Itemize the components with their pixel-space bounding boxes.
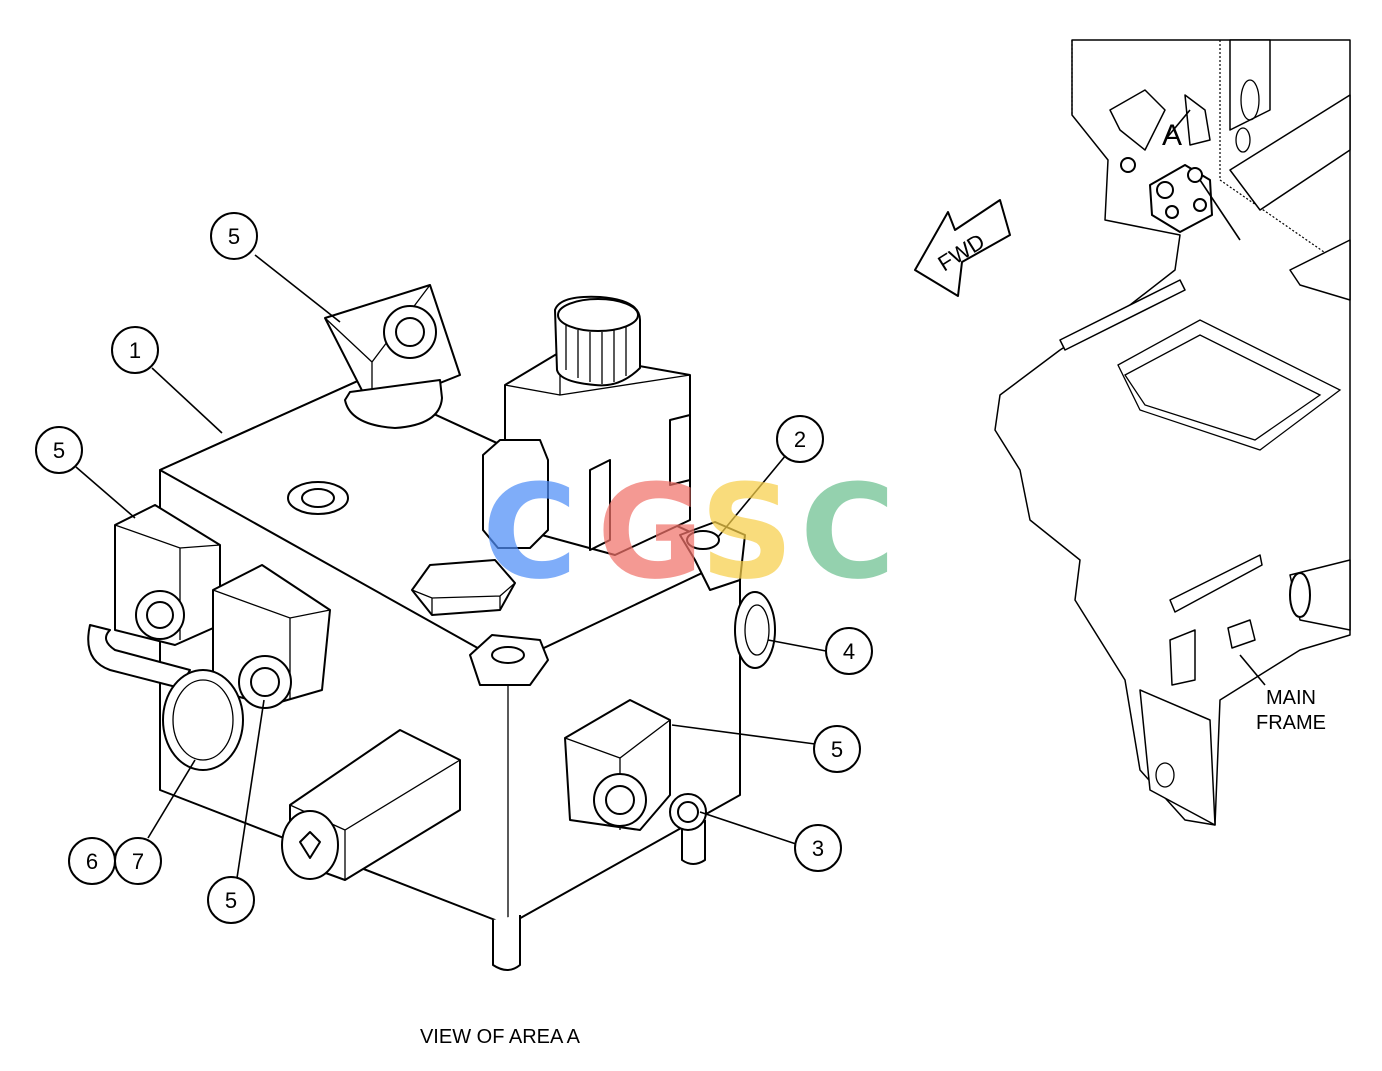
cgsc-watermark: C G S C	[482, 456, 895, 608]
callout-7: 7	[114, 837, 162, 885]
view-caption: VIEW OF AREA A	[420, 1026, 581, 1048]
svg-text:3: 3	[812, 836, 824, 861]
callout-5-right: 5	[813, 725, 861, 773]
callout-5-bottom: 5	[207, 876, 255, 924]
valve-block-assembly	[87, 284, 776, 971]
svg-text:6: 6	[86, 849, 98, 874]
callout-6: 6	[68, 837, 116, 885]
svg-text:5: 5	[225, 888, 237, 913]
svg-text:1: 1	[129, 338, 141, 363]
area-a-label: A	[1162, 119, 1182, 152]
svg-text:5: 5	[831, 737, 843, 762]
callout-leaders	[75, 254, 827, 879]
watermark-letter-g: G	[597, 456, 704, 608]
callout-2: 2	[776, 415, 824, 463]
main-frame-label-line1: MAIN	[1266, 687, 1316, 709]
fwd-arrow: FWD	[914, 199, 1011, 297]
callout-5-top: 5	[210, 212, 258, 260]
svg-text:7: 7	[132, 849, 144, 874]
svg-text:5: 5	[228, 224, 240, 249]
callout-5-left: 5	[35, 426, 83, 474]
svg-text:2: 2	[794, 427, 806, 452]
svg-text:4: 4	[843, 639, 855, 664]
svg-text:5: 5	[53, 438, 65, 463]
main-frame-view: A MAIN FRAME	[994, 39, 1351, 826]
main-frame-label-line2: FRAME	[1256, 712, 1326, 734]
watermark-letter-c2: C	[800, 456, 895, 608]
callout-4: 4	[825, 627, 873, 675]
callout-3: 3	[794, 824, 842, 872]
watermark-letter-c1: C	[482, 456, 577, 608]
watermark-letter-s: S	[700, 456, 794, 608]
callout-1: 1	[111, 326, 159, 374]
